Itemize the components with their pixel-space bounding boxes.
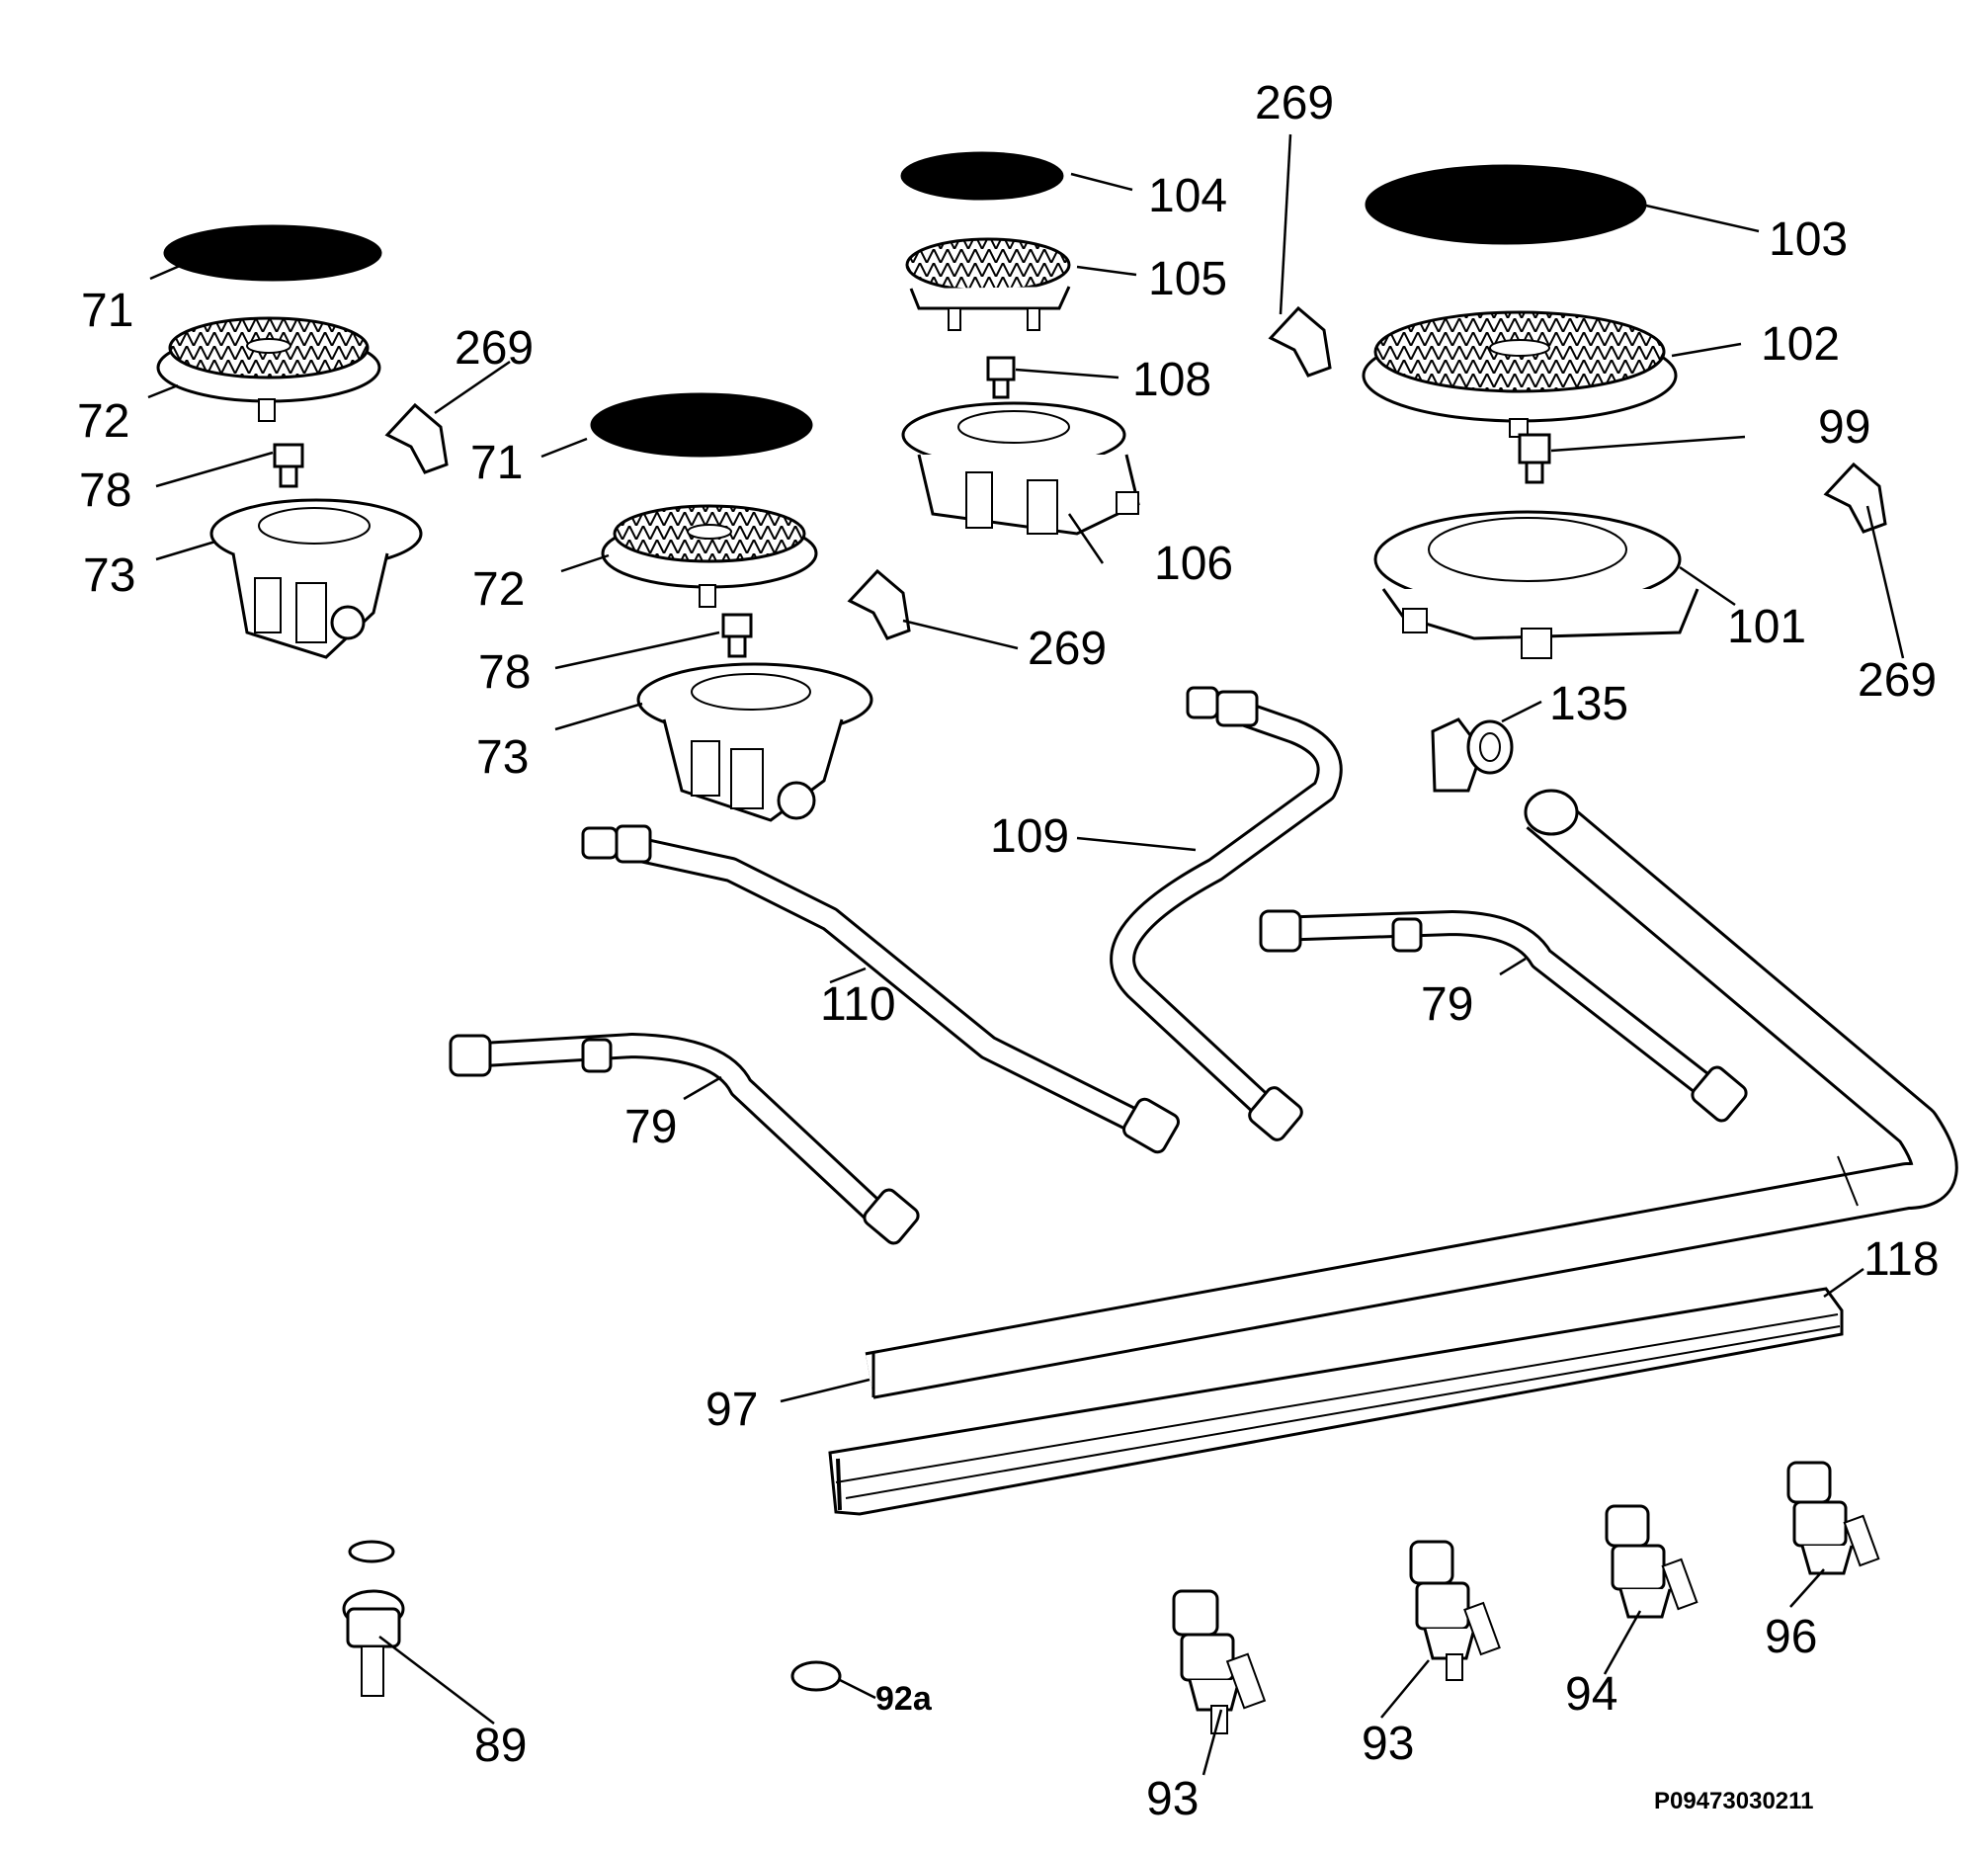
label-104: 104 <box>1148 170 1227 222</box>
label-106: 106 <box>1154 538 1233 590</box>
burner-crown-105 <box>905 237 1071 331</box>
label-99: 99 <box>1818 401 1870 454</box>
injector-108 <box>986 356 1016 399</box>
o-ring-92a <box>790 1660 842 1692</box>
gas-tap-94 <box>1605 1504 1698 1619</box>
label-109: 109 <box>990 810 1069 863</box>
gas-tap-93-left <box>1172 1589 1267 1734</box>
gas-tube-79-right <box>1259 909 1748 1123</box>
gas-tap-96 <box>1786 1461 1880 1575</box>
control-panel-bracket-118 <box>828 1287 1844 1516</box>
clip-269-center <box>847 568 911 640</box>
label-101: 101 <box>1727 601 1806 653</box>
label-71-left: 71 <box>81 285 133 337</box>
label-102: 102 <box>1761 318 1840 371</box>
label-269-right: 269 <box>1858 654 1937 707</box>
burner-base-101 <box>1373 510 1699 659</box>
burner-base-106 <box>901 401 1140 536</box>
burner-center-top <box>900 151 1140 536</box>
label-108: 108 <box>1132 354 1211 406</box>
injector-78-left <box>273 443 304 488</box>
label-73-left: 73 <box>83 549 135 602</box>
burner-center-left <box>590 392 873 822</box>
gas-tube-109 <box>1110 686 1343 1141</box>
clip-269-top <box>1268 305 1332 378</box>
label-79-left: 79 <box>624 1101 677 1153</box>
label-103: 103 <box>1769 213 1848 266</box>
label-92a: 92a <box>875 1680 933 1718</box>
label-118: 118 <box>1864 1233 1940 1286</box>
label-72-left: 72 <box>77 395 129 448</box>
gas-manifold-97 <box>865 789 1958 1399</box>
injector-78-center <box>721 613 753 658</box>
label-269-top: 269 <box>1255 77 1334 129</box>
callout-labels: 71 72 78 73 269 71 72 78 73 269 104 105 … <box>77 77 1940 1825</box>
label-78-center: 78 <box>478 646 531 699</box>
gas-tap-93-right <box>1409 1540 1501 1681</box>
burner-right <box>1362 164 1699 659</box>
burner-cap-71-center <box>590 392 813 458</box>
part-89 <box>342 1540 405 1697</box>
burner-cap-104 <box>900 151 1064 201</box>
burner-cap-103 <box>1365 164 1647 245</box>
clip-269-left <box>384 402 449 474</box>
leader-lines <box>147 133 1905 1776</box>
burner-crown-72-left <box>156 316 381 422</box>
label-94: 94 <box>1565 1668 1617 1721</box>
label-269-center: 269 <box>1028 623 1107 675</box>
gas-tube-79-left <box>449 1033 920 1245</box>
label-71-center: 71 <box>470 437 523 489</box>
label-110: 110 <box>820 978 896 1031</box>
drawing-code: P09473030211 <box>1654 1788 1814 1814</box>
label-72-center: 72 <box>472 563 525 616</box>
burner-base-73-left <box>209 498 423 659</box>
label-78-left: 78 <box>79 464 131 517</box>
label-89: 89 <box>474 1720 527 1772</box>
label-269-left: 269 <box>455 322 534 375</box>
label-73-center: 73 <box>476 731 529 784</box>
burner-cap-71-left <box>163 224 382 282</box>
burner-crown-72-center <box>601 504 818 608</box>
label-93-left: 93 <box>1146 1773 1199 1825</box>
label-105: 105 <box>1148 253 1227 305</box>
fitting-135 <box>1431 717 1514 793</box>
injector-99 <box>1518 433 1551 484</box>
burner-crown-102 <box>1362 310 1678 438</box>
burner-left <box>156 224 423 659</box>
label-135: 135 <box>1549 678 1628 730</box>
gas-tube-110 <box>581 824 1180 1154</box>
label-96: 96 <box>1765 1611 1817 1663</box>
burner-base-73-center <box>636 662 873 822</box>
label-97: 97 <box>705 1384 758 1436</box>
label-93-right: 93 <box>1362 1718 1414 1770</box>
label-79-right: 79 <box>1421 978 1473 1031</box>
clip-269-right <box>1823 462 1887 534</box>
